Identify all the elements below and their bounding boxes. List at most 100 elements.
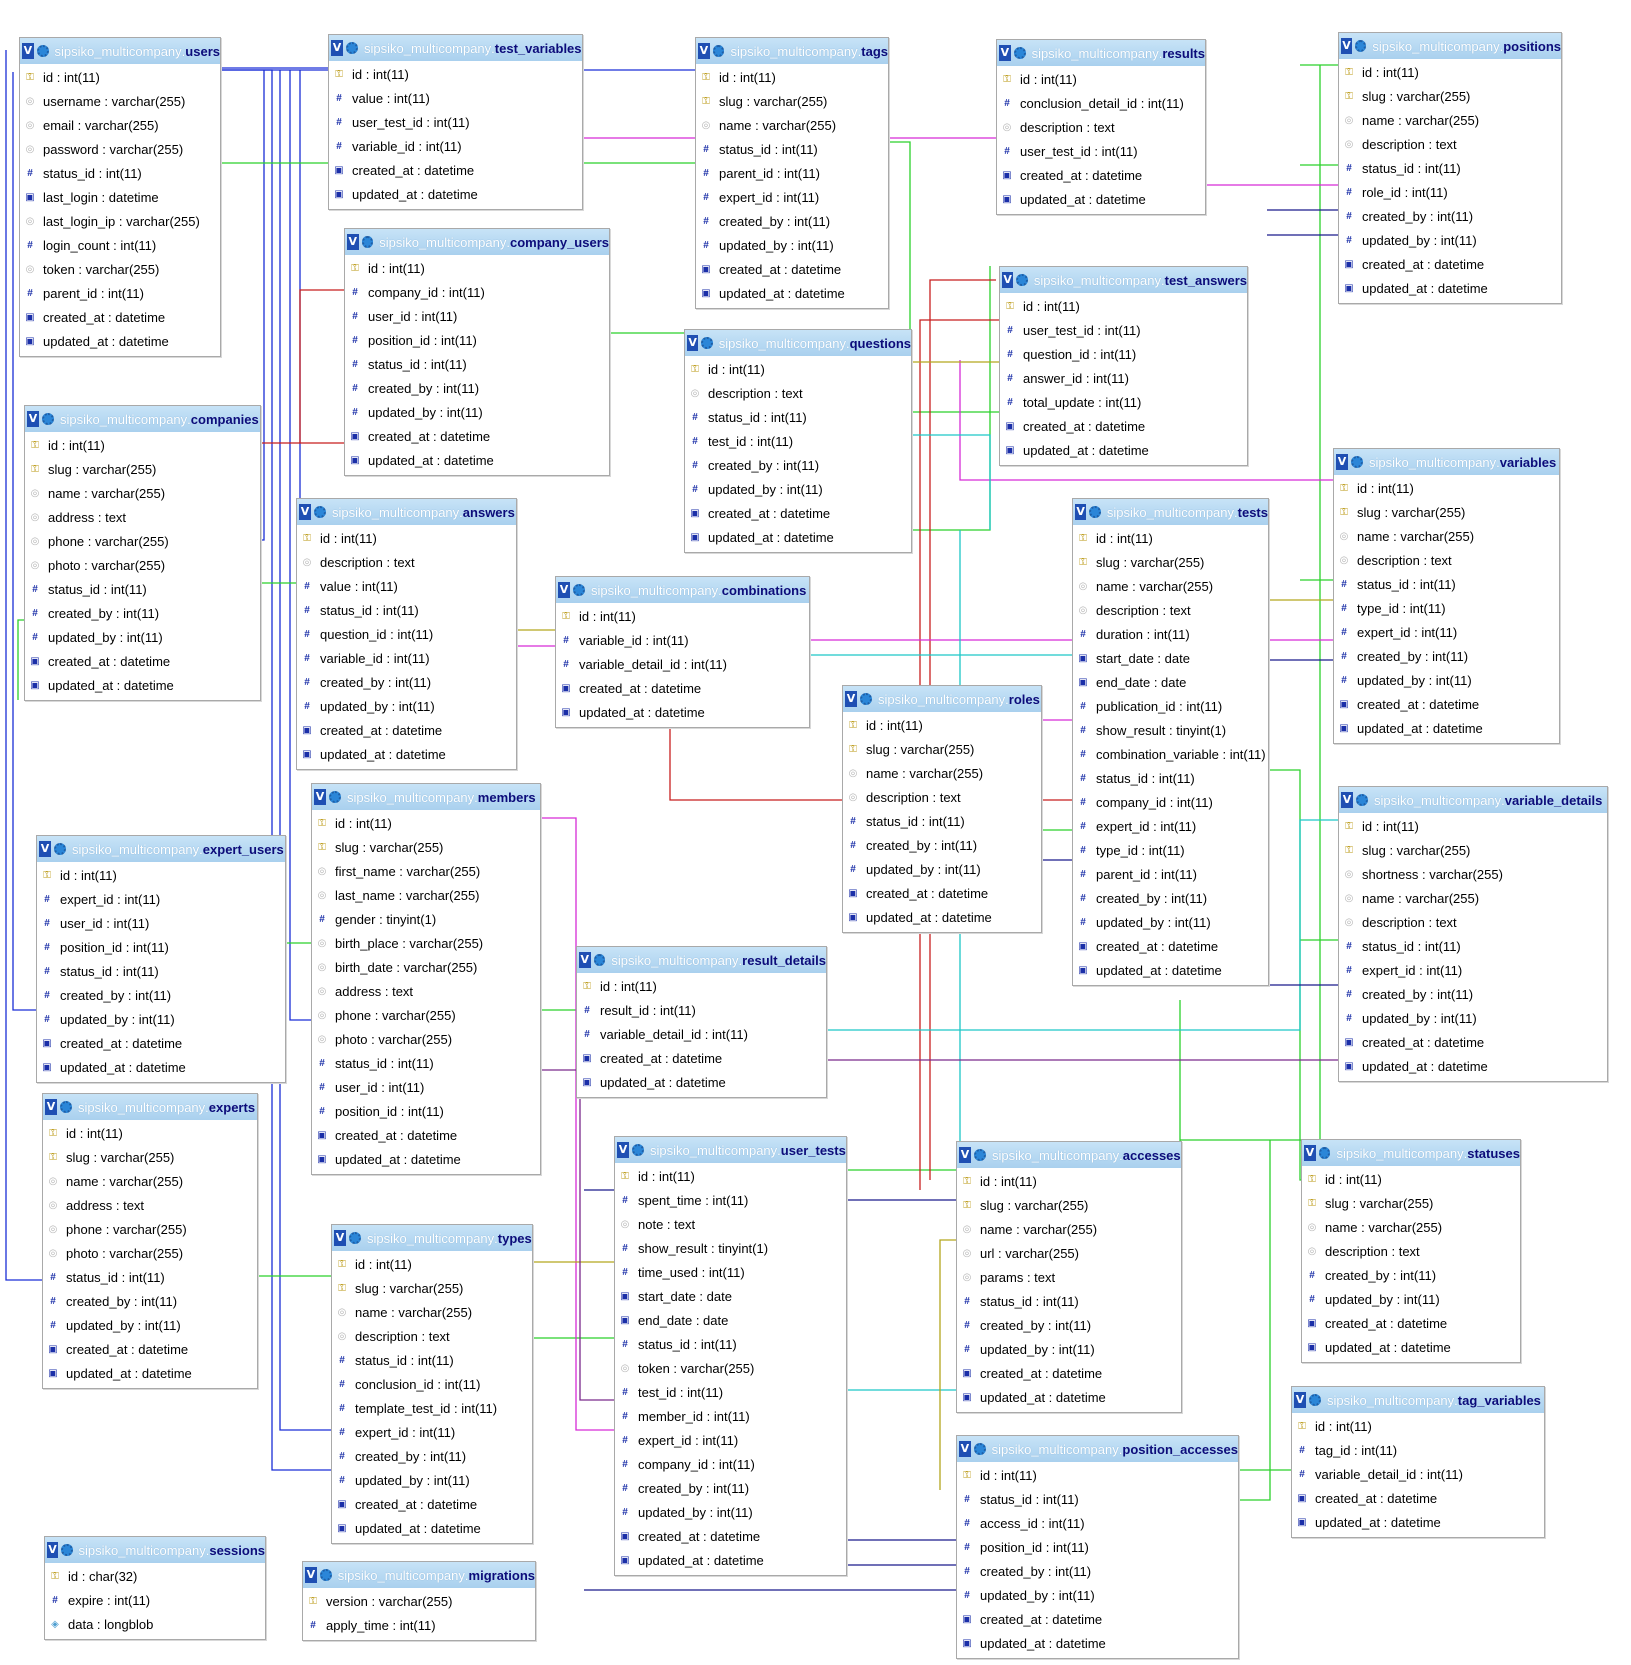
column-row[interactable]: #user_id : int(11) xyxy=(345,304,609,328)
column-row[interactable]: #status_id : int(11) xyxy=(20,161,220,185)
column-row[interactable]: #variable_detail_id : int(11) xyxy=(1292,1462,1544,1486)
column-row[interactable]: ⚿id : int(11) xyxy=(1334,476,1559,500)
column-row[interactable]: ⚿id : int(11) xyxy=(997,67,1205,91)
column-row[interactable]: ◎birth_date : varchar(255) xyxy=(312,955,540,979)
column-row[interactable]: #updated_by : int(11) xyxy=(685,477,911,501)
column-row[interactable]: #created_by : int(11) xyxy=(957,1559,1238,1583)
column-row[interactable]: ▣updated_at : datetime xyxy=(345,448,609,472)
column-row[interactable]: ◎shortness : varchar(255) xyxy=(1339,862,1607,886)
column-row[interactable]: #updated_by : int(11) xyxy=(37,1007,285,1031)
column-row[interactable]: #gender : tinyint(1) xyxy=(312,907,540,931)
column-row[interactable]: ◎name : varchar(255) xyxy=(1073,574,1268,598)
column-row[interactable]: #created_by : int(11) xyxy=(345,376,609,400)
column-row[interactable]: ▣updated_at : datetime xyxy=(957,1631,1238,1655)
column-row[interactable]: #publication_id : int(11) xyxy=(1073,694,1268,718)
column-row[interactable]: ◎description : text xyxy=(1073,598,1268,622)
column-row[interactable]: ◎description : text xyxy=(1302,1239,1520,1263)
view-toggle-icon[interactable]: V xyxy=(305,1567,317,1583)
column-row[interactable]: ⚿id : int(11) xyxy=(577,974,826,998)
column-row[interactable]: ◎token : varchar(255) xyxy=(20,257,220,281)
column-row[interactable]: #created_by : int(11) xyxy=(297,670,516,694)
column-row[interactable]: ◎phone : varchar(255) xyxy=(312,1003,540,1027)
view-toggle-icon[interactable]: V xyxy=(1002,272,1014,288)
column-row[interactable]: ◎first_name : varchar(255) xyxy=(312,859,540,883)
column-row[interactable]: #type_id : int(11) xyxy=(1073,838,1268,862)
column-row[interactable]: #status_id : int(11) xyxy=(957,1487,1238,1511)
column-row[interactable]: ◎url : varchar(255) xyxy=(957,1241,1181,1265)
column-row[interactable]: #position_id : int(11) xyxy=(37,935,285,959)
column-row[interactable]: ⚿slug : varchar(255) xyxy=(957,1193,1181,1217)
column-row[interactable]: #variable_detail_id : int(11) xyxy=(577,1022,826,1046)
column-row[interactable]: #parent_id : int(11) xyxy=(20,281,220,305)
column-row[interactable]: #variable_id : int(11) xyxy=(297,646,516,670)
column-row[interactable]: #updated_by : int(11) xyxy=(43,1313,257,1337)
column-row[interactable]: #updated_by : int(11) xyxy=(1302,1287,1520,1311)
column-row[interactable]: #conclusion_detail_id : int(11) xyxy=(997,91,1205,115)
view-toggle-icon[interactable]: V xyxy=(22,43,34,59)
column-row[interactable]: ◎address : text xyxy=(25,505,260,529)
column-row[interactable]: #created_by : int(11) xyxy=(1334,644,1559,668)
column-row[interactable]: ⚿id : int(11) xyxy=(957,1169,1181,1193)
gear-icon[interactable] xyxy=(712,45,725,57)
column-row[interactable]: #login_count : int(11) xyxy=(20,233,220,257)
column-row[interactable]: ▣created_at : datetime xyxy=(345,424,609,448)
column-row[interactable]: #position_id : int(11) xyxy=(345,328,609,352)
column-row[interactable]: #updated_by : int(11) xyxy=(25,625,260,649)
column-row[interactable]: #status_id : int(11) xyxy=(43,1265,257,1289)
view-toggle-icon[interactable]: V xyxy=(687,335,699,351)
gear-icon[interactable] xyxy=(61,1544,73,1556)
column-row[interactable]: #position_id : int(11) xyxy=(957,1535,1238,1559)
view-toggle-icon[interactable]: V xyxy=(1341,38,1353,54)
view-toggle-icon[interactable]: V xyxy=(845,691,857,707)
column-row[interactable]: ▣updated_at : datetime xyxy=(556,700,809,724)
column-row[interactable]: ⚿id : int(11) xyxy=(556,604,809,628)
column-row[interactable]: ▣updated_at : datetime xyxy=(1334,716,1559,740)
column-row[interactable]: ▣created_at : datetime xyxy=(25,649,260,673)
column-row[interactable]: ◎name : varchar(255) xyxy=(1334,524,1559,548)
column-row[interactable]: #parent_id : int(11) xyxy=(696,161,888,185)
column-row[interactable]: #created_by : int(11) xyxy=(685,453,911,477)
column-row[interactable]: ▣created_at : datetime xyxy=(1000,414,1247,438)
column-row[interactable]: ▣updated_at : datetime xyxy=(20,329,220,353)
column-row[interactable]: ⚿id : int(11) xyxy=(1292,1414,1544,1438)
column-row[interactable]: ◎name : varchar(255) xyxy=(43,1169,257,1193)
column-row[interactable]: #expert_id : int(11) xyxy=(332,1420,532,1444)
column-row[interactable]: #status_id : int(11) xyxy=(843,809,1041,833)
column-row[interactable]: #updated_by : int(11) xyxy=(1073,910,1268,934)
column-row[interactable]: #question_id : int(11) xyxy=(297,622,516,646)
gear-icon[interactable] xyxy=(349,1232,361,1244)
view-toggle-icon[interactable]: V xyxy=(347,234,359,250)
column-row[interactable]: #access_id : int(11) xyxy=(957,1511,1238,1535)
column-row[interactable]: ⚿id : int(11) xyxy=(345,256,609,280)
column-row[interactable]: #created_by : int(11) xyxy=(615,1476,846,1500)
column-row[interactable]: #show_result : tinyint(1) xyxy=(615,1236,846,1260)
column-row[interactable]: ⚿id : int(11) xyxy=(1000,294,1247,318)
column-row[interactable]: ◈data : longblob xyxy=(45,1612,265,1636)
column-row[interactable]: #test_id : int(11) xyxy=(615,1380,846,1404)
column-row[interactable]: ◎description : text xyxy=(332,1324,532,1348)
column-row[interactable]: ▣updated_at : datetime xyxy=(615,1548,846,1572)
column-row[interactable]: ▣start_date : date xyxy=(615,1284,846,1308)
view-toggle-icon[interactable]: V xyxy=(959,1441,971,1457)
gear-icon[interactable] xyxy=(1356,794,1368,806)
column-row[interactable]: #created_by : int(11) xyxy=(1339,204,1561,228)
column-row[interactable]: #status_id : int(11) xyxy=(1334,572,1559,596)
column-row[interactable]: ⚿slug : varchar(255) xyxy=(843,737,1041,761)
column-row[interactable]: #updated_by : int(11) xyxy=(1339,1006,1607,1030)
gear-icon[interactable] xyxy=(973,1443,986,1455)
column-row[interactable]: #updated_by : int(11) xyxy=(1334,668,1559,692)
